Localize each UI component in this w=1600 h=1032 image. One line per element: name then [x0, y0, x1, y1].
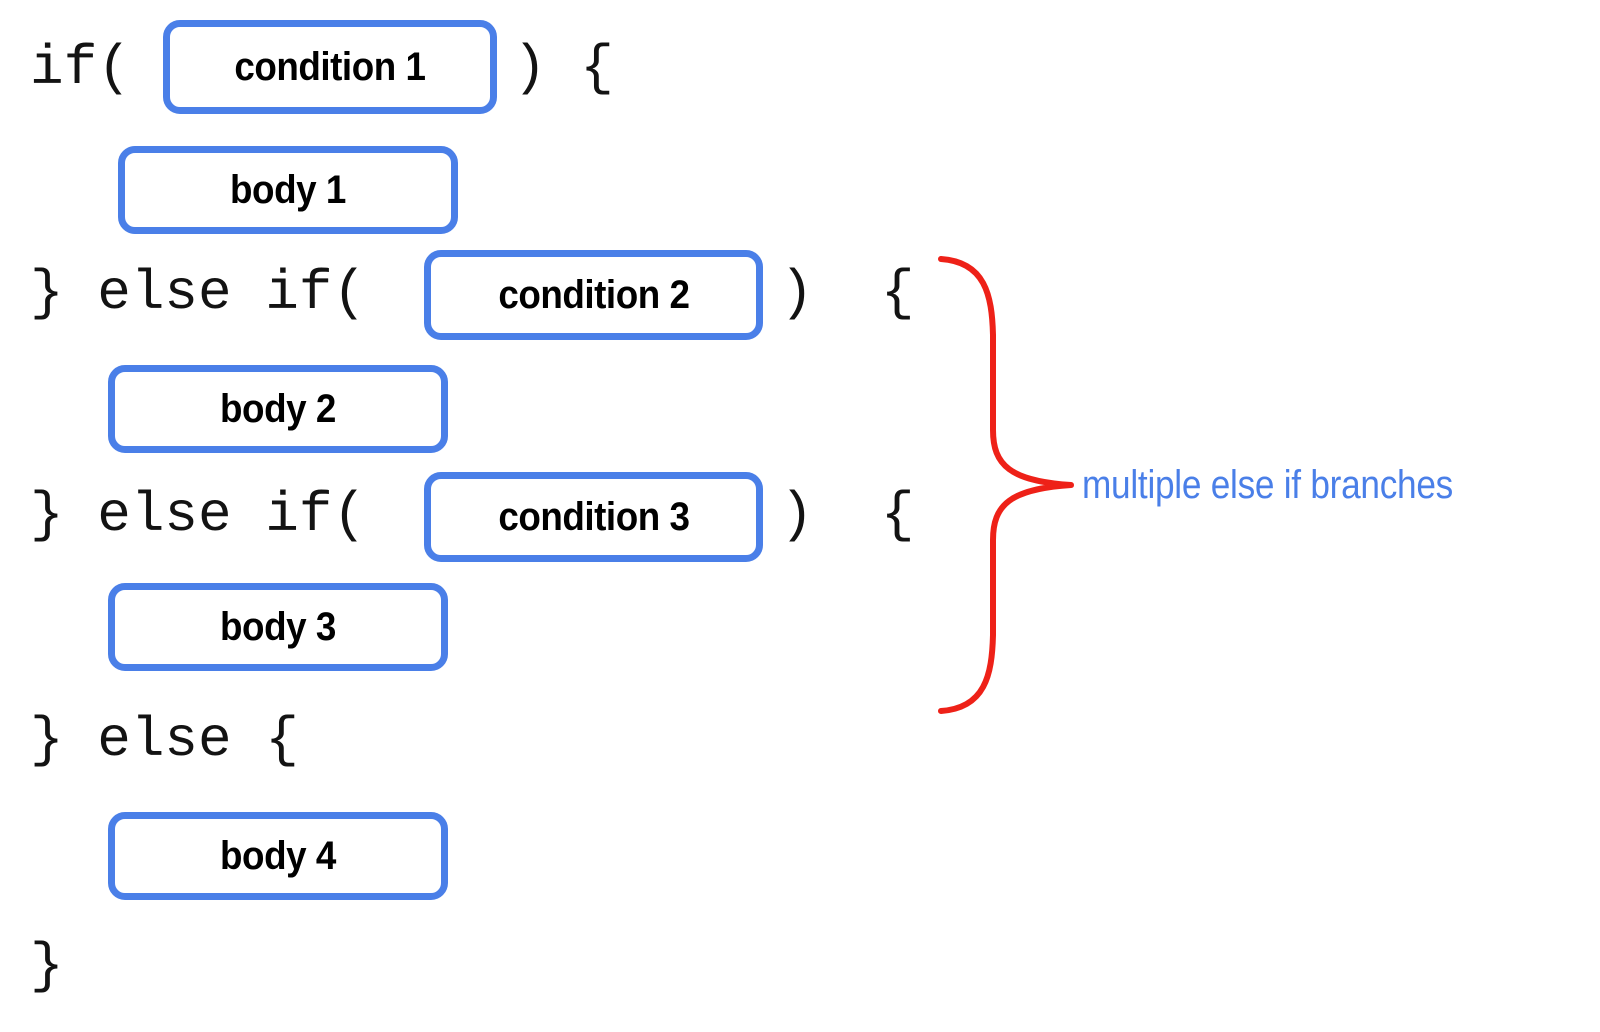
body-2-box[interactable]: body 2 — [108, 365, 448, 453]
body-1-box[interactable]: body 1 — [118, 146, 458, 234]
body-4-box[interactable]: body 4 — [108, 812, 448, 900]
annotation-label: multiple else if branches — [1082, 463, 1454, 507]
code-else: } else { — [30, 708, 299, 772]
code-elseif2-open: } else if( — [30, 261, 367, 325]
body-2-label: body 2 — [220, 387, 336, 431]
code-if-open: if( — [30, 36, 131, 100]
body-1-label: body 1 — [230, 168, 346, 212]
code-elseif3-close: ) { — [780, 483, 915, 547]
body-4-label: body 4 — [220, 834, 336, 878]
condition-3-box[interactable]: condition 3 — [424, 472, 763, 562]
code-if-close: ) { — [513, 36, 614, 100]
condition-2-label: condition 2 — [497, 273, 690, 317]
code-elseif3-open: } else if( — [30, 483, 367, 547]
condition-1-box[interactable]: condition 1 — [163, 20, 497, 114]
code-elseif2-close: ) { — [780, 261, 915, 325]
condition-2-box[interactable]: condition 2 — [424, 250, 763, 340]
code-end: } — [30, 934, 64, 998]
body-3-label: body 3 — [220, 605, 336, 649]
condition-1-label: condition 1 — [234, 45, 426, 89]
red-curly-brace-icon — [938, 256, 1074, 714]
condition-3-label: condition 3 — [497, 495, 690, 539]
body-3-box[interactable]: body 3 — [108, 583, 448, 671]
